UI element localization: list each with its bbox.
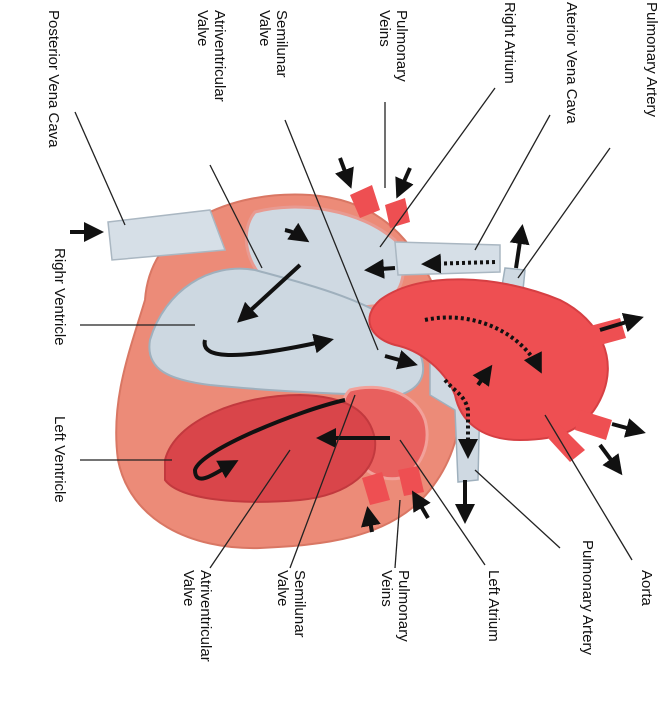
- label-left-ventricle: Left Ventricle: [51, 416, 68, 503]
- label-atrioventricular-valve-bottom: Atriventricular Valve: [180, 570, 214, 662]
- label-anterior-vena-cava: Aterior Vena Cava: [563, 2, 580, 124]
- anterior-vena-cava: [394, 241, 501, 276]
- label-atrioventricular-valve-top: Atriventricular Valve: [194, 10, 228, 102]
- label-right-ventricle: Righr Ventricle: [51, 248, 68, 346]
- label-pulmonary-veins-top: Pulmonary Veins: [376, 10, 410, 82]
- label-pulmonary-veins-bottom: Pulmonary Veins: [378, 570, 412, 642]
- label-semilunar-valve-bottom: Semilunar Valve: [274, 570, 308, 638]
- label-right-atrium: Right Atrium: [501, 2, 518, 84]
- leader-lines: [74, 87, 633, 569]
- label-left-atrium: Left Atrium: [485, 570, 502, 642]
- right-ventricle: [148, 267, 425, 397]
- label-semilunar-valve-top: Semilunar Valve: [256, 10, 290, 78]
- label-pulmonary-artery-bottom: Pulmonary Artery: [579, 540, 596, 656]
- aorta-branch-2: [575, 410, 612, 440]
- dotted-flow-arrows: [421, 253, 542, 459]
- pulmonary-veins-bottom: [362, 466, 424, 505]
- label-pulmonary-artery-top: Pulmonary Artery: [643, 2, 660, 118]
- blood-flow-arrows: [70, 157, 646, 533]
- label-aorta: Aorta: [638, 570, 655, 606]
- label-posterior-vena-cava: Posterior Vena Cava: [45, 10, 62, 148]
- pulmonary-veins-top: [350, 185, 410, 228]
- posterior-vena-cava: [107, 209, 227, 261]
